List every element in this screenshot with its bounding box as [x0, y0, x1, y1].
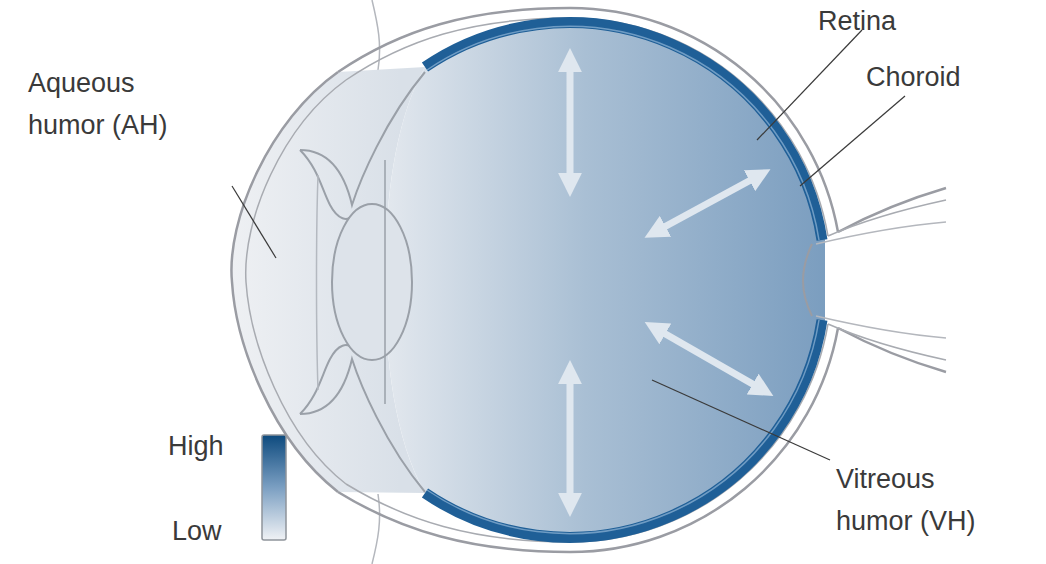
iris-line	[317, 175, 319, 390]
optic-nerve	[828, 200, 946, 236]
diffusion-arrow	[567, 60, 574, 185]
legend-label: High	[168, 425, 258, 467]
retina-line	[427, 26, 819, 240]
vitreous-region	[385, 22, 825, 537]
aqueous-region	[231, 67, 425, 493]
ciliary-body	[300, 72, 425, 205]
optic-disc	[803, 244, 812, 316]
gradient-scale-bar	[262, 435, 286, 540]
diffusion-arrow	[655, 328, 763, 390]
part-label: Vitreous humor (VH)	[836, 458, 1016, 542]
optic-nerve	[816, 222, 946, 244]
iris-line	[300, 150, 352, 219]
iris-line	[300, 345, 352, 414]
cornea	[231, 72, 338, 492]
leader-line	[800, 96, 905, 186]
leader-line	[232, 186, 276, 258]
leader-line	[652, 380, 830, 460]
part-label: Aqueous humor (AH)	[28, 62, 203, 146]
choroid-band	[425, 23, 822, 240]
diffusion-arrow	[655, 175, 760, 232]
sclera	[346, 18, 828, 236]
diffusion-arrow	[567, 372, 574, 505]
sclera	[346, 324, 828, 542]
eyelid-line	[372, 494, 380, 564]
lens	[332, 204, 412, 360]
optic-nerve	[828, 324, 946, 360]
choroid-band	[425, 320, 822, 537]
ciliary-body	[300, 359, 425, 492]
eyelid-line	[372, 0, 380, 70]
leader-line	[757, 30, 862, 140]
part-label: Retina	[818, 0, 1018, 42]
vitreous-boundary	[384, 160, 386, 404]
optic-nerve	[816, 316, 946, 338]
part-label: Choroid	[866, 56, 1041, 98]
cornea	[246, 80, 346, 484]
legend-label: Low	[172, 510, 262, 552]
retina-line	[427, 320, 819, 534]
